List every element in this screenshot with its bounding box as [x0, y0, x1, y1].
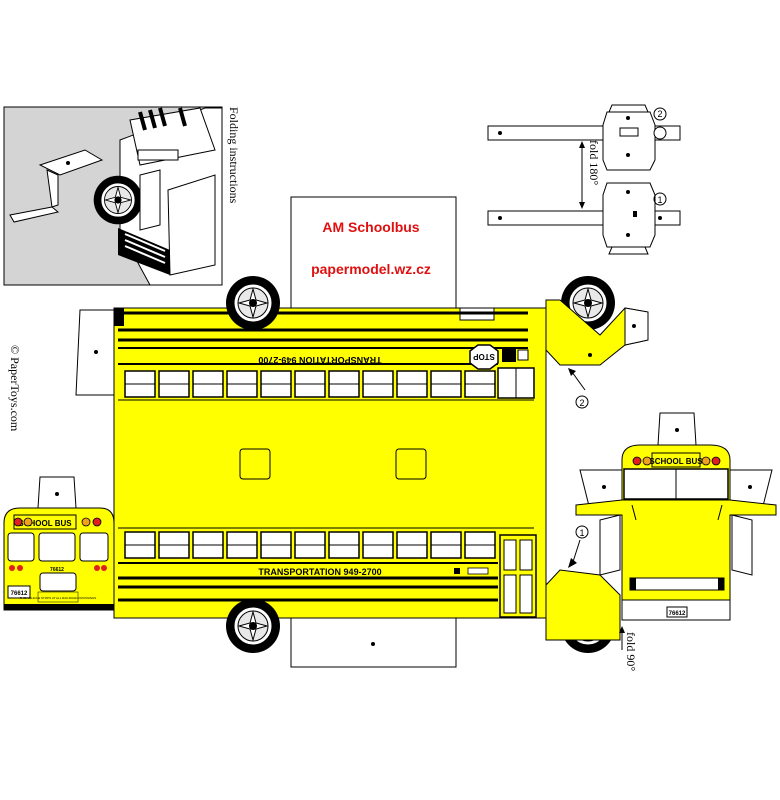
rear-bus-number: 76612 [50, 567, 64, 573]
transportation-text-lower: TRANSPORTATION 949-2700 [258, 567, 381, 577]
front-plate-number: 76612 [669, 611, 686, 617]
left-glue-tab [75, 309, 115, 396]
svg-text:2: 2 [579, 398, 584, 408]
wheel-top-left [225, 275, 281, 331]
bus-body-main: TRANSPORTATION 949-2700 STOP [113, 307, 547, 619]
hood-flap-lower [545, 569, 621, 641]
hood-flap-upper [545, 299, 649, 366]
rear-notice: THIS VEHICLE STOPS AT ALL RAILROAD CROSS… [20, 596, 97, 600]
bus-door [499, 534, 537, 618]
model-title: AM Schoolbus [322, 219, 419, 235]
wheel-bottom-left [225, 598, 281, 654]
folding-instructions-label: Folding instructions [227, 107, 241, 204]
lower-window-row [124, 531, 496, 559]
fold-180-arrow [579, 141, 585, 209]
website-link: papermodel.wz.cz [311, 261, 431, 277]
transportation-text-upper: TRANSPORTATION 949-2700 [258, 355, 381, 365]
svg-text:2: 2 [657, 109, 662, 119]
arrow-step-2: 2 [568, 368, 589, 409]
fold-180-label: fold 180° [587, 140, 601, 186]
folding-instructions-panel [3, 106, 223, 286]
svg-text:1: 1 [579, 528, 584, 538]
bottom-tab [290, 616, 457, 668]
fold-90-label: fold 90° [624, 632, 638, 672]
stop-sign: STOP [469, 344, 499, 370]
title-tab: AM Schoolbus papermodel.wz.cz [290, 196, 457, 310]
bracket-piece-2: 2 [487, 104, 681, 171]
copyright-label: © PaperToys.com [8, 345, 22, 432]
fold-90-arrow [619, 626, 625, 650]
arrow-step-1: 1 [568, 525, 589, 568]
rear-plate-number: 76612 [11, 591, 28, 597]
upper-window-row [124, 367, 535, 399]
school-bus-sign-front: SCHOOL BUS [649, 457, 703, 466]
svg-text:STOP: STOP [473, 352, 495, 361]
bus-rear-panel: SCHOOL BUS 76612 76612 THIS VEHICLE STOP… [3, 476, 115, 611]
svg-text:1: 1 [657, 195, 662, 205]
bus-front-panel: SCHOOL BUS 76612 [575, 412, 777, 621]
bracket-piece-1: 1 [487, 182, 681, 255]
school-bus-sign-rear: SCHOOL BUS [18, 519, 72, 528]
